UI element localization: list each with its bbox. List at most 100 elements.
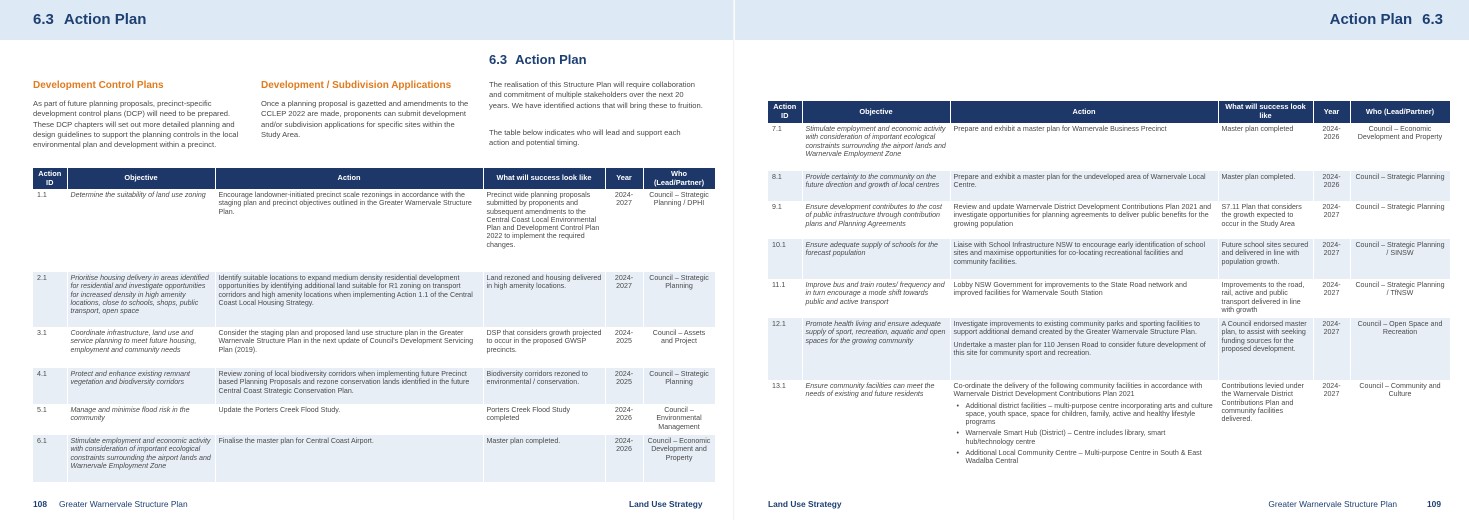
page-number: 109 (1427, 499, 1441, 509)
page-gutter (733, 0, 736, 520)
success: S7.11 Plan that considers the growth exp… (1218, 201, 1314, 239)
chapter-name: Land Use Strategy (768, 499, 842, 509)
action-id: 1.1 (33, 189, 68, 272)
action-id: 4.1 (33, 368, 68, 404)
year: 2024-2027 (1313, 201, 1351, 239)
table-row: 6.1 Stimulate employment and economic ac… (33, 435, 716, 482)
objective: Stimulate employment and economic activi… (802, 123, 951, 171)
column-header: What will success look like (483, 168, 606, 189)
table-row: 11.1 Improve bus and train routes/ frequ… (768, 279, 1451, 318)
action: Encourage landowner-initiated precinct s… (215, 189, 484, 272)
year: 2024-2025 (605, 327, 644, 368)
who: Council – Strategic Planning (1350, 201, 1451, 239)
table-row: 9.1 Ensure development contributes to th… (768, 201, 1451, 239)
who: Council – Environmental Management (643, 404, 716, 435)
year: 2024-2026 (605, 404, 644, 435)
header-number: 6.3 (33, 11, 54, 28)
column-header: Objective (802, 101, 951, 123)
success: Land rezoned and housing delivered in hi… (483, 272, 606, 327)
action-id: 10.1 (768, 239, 803, 279)
success: Master plan completed (1218, 123, 1314, 171)
table-row: 13.1 Ensure community facilities can mee… (768, 380, 1451, 484)
document-title: Greater Warnervale Structure Plan (58, 499, 188, 509)
who: Council – Economic Development and Prope… (1350, 123, 1451, 171)
success: Biodiversity corridors rezoned to enviro… (483, 368, 606, 404)
who: Council – Assets and Project (643, 327, 716, 368)
list-item: Additional district facilities – multi-p… (954, 402, 1215, 427)
action-id: 8.1 (768, 171, 803, 201)
action-id: 11.1 (768, 279, 803, 318)
who: Council – Strategic Planning (643, 272, 716, 327)
objective: Protect and enhance existing remnant veg… (67, 368, 216, 404)
objective: Determine the suitability of land use zo… (67, 189, 216, 272)
dcp-text: As part of future planning proposals, pr… (33, 99, 239, 150)
success: Improvements to the road, rail, active a… (1218, 279, 1314, 318)
objective: Provide certainty to the community on th… (802, 171, 951, 201)
action: Finalise the master plan for Central Coa… (215, 435, 484, 482)
column-header: Action ID (768, 101, 803, 123)
column-header: Who (Lead/Partner) (1350, 101, 1451, 123)
objective: Ensure community facilities can meet the… (802, 380, 951, 484)
year: 2024-2027 (1313, 380, 1351, 484)
table-header-row: Action ID Objective Action What will suc… (33, 168, 716, 189)
objective: Stimulate employment and economic activi… (67, 435, 216, 482)
action: Consider the staging plan and proposed l… (215, 327, 484, 368)
action: Prepare and exhibit a master plan for th… (950, 171, 1219, 201)
table-header-row: Action ID Objective Action What will suc… (768, 101, 1451, 123)
column-header: Action (215, 168, 484, 189)
header-title: Action Plan (63, 11, 147, 28)
success: Porters Creek Flood Study completed (483, 404, 606, 435)
action: Update the Porters Creek Flood Study. (215, 404, 484, 435)
footer-right: Greater Warnervale Structure Plan 109 (1268, 499, 1441, 509)
column-header: Action (950, 101, 1219, 123)
objective: Prioritise housing delivery in areas ide… (67, 272, 216, 327)
who: Council – Strategic Planning / DPHI (643, 189, 716, 272)
page-header: Action Plan 6.3 (1330, 11, 1443, 28)
success: Future school sites secured and delivere… (1218, 239, 1314, 279)
column-header: Year (1313, 101, 1351, 123)
table-row: 7.1 Stimulate employment and economic ac… (768, 123, 1451, 171)
table-row: 10.1 Ensure adequate supply of schools f… (768, 239, 1451, 279)
table-row: 12.1 Promote health living and ensure ad… (768, 318, 1451, 380)
year: 2024-2026 (605, 435, 644, 482)
table-row: 8.1 Provide certainty to the community o… (768, 171, 1451, 201)
action-id: 6.1 (33, 435, 68, 482)
who: Council – Strategic Planning / SINSW (1350, 239, 1451, 279)
action-id: 7.1 (768, 123, 803, 171)
action-text: Investigate improvements to existing com… (953, 320, 1200, 337)
dcp-heading: Development Control Plans (33, 80, 164, 91)
success: A Council endorsed master plan, to assis… (1218, 318, 1314, 380)
action: Review and update Warnervale District De… (950, 201, 1219, 239)
table-row: 3.1 Coordinate infrastructure, land use … (33, 327, 716, 368)
action-plan-table: Action ID Objective Action What will suc… (768, 101, 1451, 484)
table-row: 2.1 Prioritise housing delivery in areas… (33, 272, 716, 327)
who: Council – Economic Development and Prope… (643, 435, 716, 482)
action-note: Undertake a master plan for 110 Jensen R… (953, 340, 1206, 357)
column-header: Action ID (33, 168, 68, 189)
action: Identify suitable locations to expand me… (215, 272, 484, 327)
document-title: Greater Warnervale Structure Plan (1268, 499, 1398, 509)
column-header: What will success look like (1218, 101, 1314, 123)
table-row: 4.1 Protect and enhance existing remnant… (33, 368, 716, 404)
section-paragraph-2: The table below indicates who will lead … (489, 128, 681, 148)
objective: Coordinate infrastructure, land use and … (67, 327, 216, 368)
action-id: 13.1 (768, 380, 803, 484)
section-paragraph-1: The realisation of this Structure Plan w… (489, 80, 703, 110)
success: Precinct wide planning proposals submitt… (483, 189, 606, 272)
da-heading: Development / Subdivision Applications (261, 80, 452, 91)
page-header: 6.3 Action Plan (33, 11, 146, 28)
objective: Manage and minimise flood risk in the co… (67, 404, 216, 435)
action-text: Co-ordinate the delivery of the followin… (953, 382, 1203, 399)
action-id: 3.1 (33, 327, 68, 368)
who: Council – Strategic Planning (643, 368, 716, 404)
action-plan-table: Action ID Objective Action What will suc… (33, 168, 716, 482)
year: 2024-2027 (605, 272, 644, 327)
action-id: 12.1 (768, 318, 803, 380)
list-item: Additional Local Community Centre – Mult… (954, 449, 1215, 466)
table-row: 1.1 Determine the suitability of land us… (33, 189, 716, 272)
action-list: Additional district facilities – multi-p… (954, 402, 1215, 466)
objective: Promote health living and ensure adequat… (802, 318, 951, 380)
header-number: 6.3 (1422, 11, 1443, 28)
header-title: Action Plan (1329, 11, 1413, 28)
